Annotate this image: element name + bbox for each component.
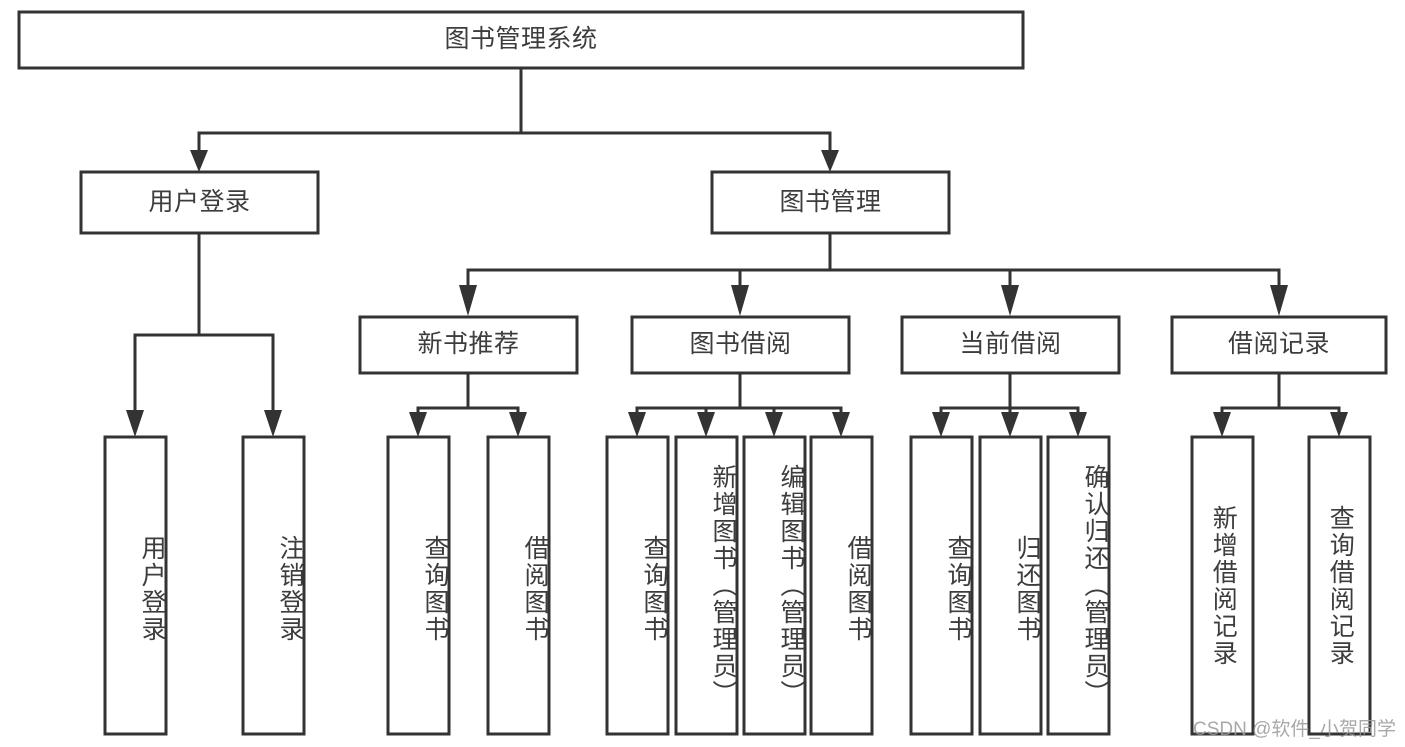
node-leaf-borrow-book-2-box[interactable] xyxy=(809,435,874,736)
arrow-to-book-management xyxy=(821,150,839,172)
arrow-to-book-borrow xyxy=(731,285,749,316)
arrow-to-leaf-borrow-book-1 xyxy=(509,412,527,437)
connector-book-borrow-bus xyxy=(635,371,843,420)
node-leaf-user-login-box[interactable] xyxy=(103,435,168,736)
arrow-to-leaf-query-book-2 xyxy=(628,412,646,437)
arrow-to-leaf-add-record xyxy=(1213,412,1231,437)
arrow-to-leaf-edit-book xyxy=(765,412,783,437)
node-leaf-query-record-box[interactable] xyxy=(1307,435,1372,736)
connector-new-book-recommend-bus xyxy=(416,371,520,420)
arrow-to-leaf-borrow-book-2 xyxy=(832,412,850,437)
node-leaf-borrow-book-1-box[interactable] xyxy=(486,435,551,736)
connector-borrow-record-bus xyxy=(1220,371,1341,420)
csdn-watermark: CSDN @软件_小贺同学 xyxy=(1193,719,1396,740)
arrow-to-leaf-confirm-return xyxy=(1069,412,1087,437)
node-leaf-add-book-box[interactable] xyxy=(674,435,739,736)
node-leaf-logout-login-box[interactable] xyxy=(241,435,306,736)
node-book-borrow-box[interactable] xyxy=(630,315,851,375)
arrow-to-leaf-user-login xyxy=(126,410,144,437)
connector-current-borrow-bus xyxy=(939,371,1080,420)
connector-root-bus xyxy=(197,66,832,152)
arrow-to-leaf-query-record xyxy=(1330,412,1348,437)
node-leaf-query-book-1-box[interactable] xyxy=(386,435,451,736)
node-leaf-add-record-box[interactable] xyxy=(1190,435,1255,736)
arrow-to-leaf-query-book-3 xyxy=(932,412,950,437)
node-leaf-edit-book-box[interactable] xyxy=(742,435,807,736)
connector-user-login-bus xyxy=(133,231,275,417)
node-new-book-recommend-box[interactable] xyxy=(358,315,579,375)
node-leaf-return-book-box[interactable] xyxy=(978,435,1043,736)
connector-book-management-bus xyxy=(466,231,1281,290)
node-book-management-box[interactable] xyxy=(710,170,951,235)
arrow-to-current-borrow xyxy=(1001,285,1019,316)
node-leaf-query-book-2-box[interactable] xyxy=(605,435,670,736)
node-borrow-record-box[interactable] xyxy=(1170,315,1388,375)
node-current-borrow-box[interactable] xyxy=(900,315,1121,375)
arrow-to-leaf-add-book xyxy=(697,412,715,437)
node-user-login-box[interactable] xyxy=(79,170,320,235)
arrow-to-user-login xyxy=(190,150,208,172)
arrow-to-leaf-return-book xyxy=(1001,412,1019,437)
arrow-to-new-book-recommend xyxy=(459,285,477,316)
node-leaf-confirm-return-box[interactable] xyxy=(1046,435,1111,736)
arrow-to-borrow-record xyxy=(1270,285,1288,316)
node-root-box[interactable] xyxy=(17,10,1025,70)
arrow-to-leaf-query-book-1 xyxy=(409,412,427,437)
arrow-to-leaf-logout-login xyxy=(264,410,282,437)
node-leaf-query-book-3-box[interactable] xyxy=(909,435,974,736)
